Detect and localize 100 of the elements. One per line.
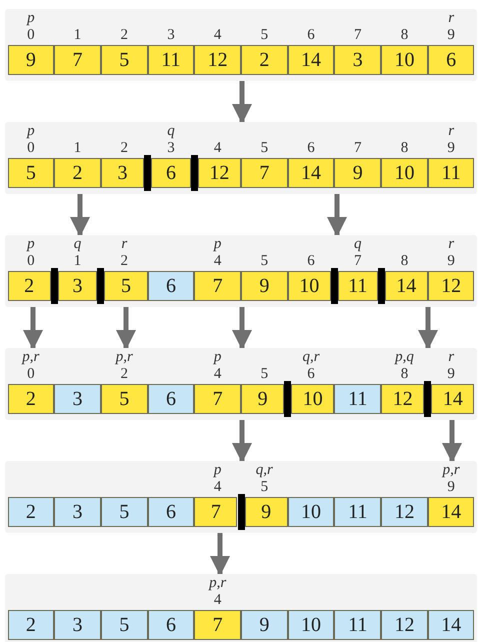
- array-cell: 14: [428, 497, 474, 527]
- index-label: 5: [260, 141, 268, 156]
- pointer-label: q,r: [256, 463, 273, 478]
- index-label: 9: [447, 141, 455, 156]
- pointer-label: r: [121, 237, 128, 252]
- index-label: 7: [354, 141, 362, 156]
- array-cell: 11: [334, 384, 382, 414]
- array-cell: 6: [148, 610, 194, 640]
- array-cell: 12: [194, 45, 241, 75]
- index-label: 2: [120, 367, 128, 382]
- arrow: [232, 81, 252, 124]
- array-cell: 12: [381, 610, 428, 640]
- array-cell: 12: [428, 271, 474, 301]
- array-cell: 7: [194, 271, 241, 301]
- array-cell: 11: [334, 610, 382, 640]
- index-label: 8: [400, 141, 408, 156]
- array-cell: 9: [241, 610, 288, 640]
- pointer-label: p: [27, 124, 35, 139]
- index-label: 6: [307, 28, 315, 43]
- index-label: 0: [27, 254, 35, 269]
- array-row: [5, 461, 477, 533]
- array-cell: 11: [148, 45, 194, 75]
- array-cell: 12: [381, 384, 424, 414]
- array-cell: 9: [244, 497, 288, 527]
- array-cell: 2: [54, 158, 101, 188]
- array-cell: 14: [288, 45, 334, 75]
- array-cell: 7: [54, 45, 101, 75]
- pointer-label: r: [448, 237, 454, 252]
- array-cell: 5: [8, 158, 54, 188]
- array-cell: 14: [384, 271, 428, 301]
- pointer-label: q,r: [302, 350, 320, 365]
- index-label: 9: [447, 480, 455, 495]
- array-cell: 10: [288, 610, 334, 640]
- arrow: [23, 307, 43, 350]
- array-cell: 3: [54, 497, 101, 527]
- array-cell: 6: [148, 271, 194, 301]
- index-label: 0: [27, 141, 35, 156]
- pointer-label: p,r: [116, 350, 133, 365]
- index-label: 1: [74, 254, 82, 269]
- pointer-label: p: [27, 237, 35, 252]
- array-cell: 9: [241, 384, 284, 414]
- index-label: 9: [447, 367, 455, 382]
- array-cell: 5: [100, 497, 148, 527]
- pointer-label: q: [354, 237, 362, 252]
- index-label: 1: [74, 141, 82, 156]
- index-label: 6: [307, 141, 315, 156]
- array-cell: 6: [151, 158, 191, 188]
- index-label: 4: [214, 141, 222, 156]
- array-cell: 10: [291, 384, 334, 414]
- array-row: [5, 348, 477, 420]
- index-label: 8: [400, 367, 408, 382]
- array-cell: 2: [8, 271, 51, 301]
- array-cell: 10: [381, 45, 428, 75]
- array-cell: 3: [100, 158, 144, 188]
- index-label: 5: [260, 28, 268, 43]
- pointer-label: p: [27, 11, 35, 26]
- index-label: 6: [307, 367, 315, 382]
- index-label: 2: [120, 254, 128, 269]
- array-cell: 5: [104, 271, 148, 301]
- arrow: [70, 194, 90, 237]
- index-label: 2: [120, 28, 128, 43]
- arrow: [232, 307, 252, 350]
- arrow: [210, 533, 230, 576]
- pointer-label: q: [74, 237, 82, 252]
- array-cell: 6: [428, 45, 474, 75]
- pointer-label: p,r: [442, 463, 460, 478]
- array-cell: 12: [198, 158, 241, 188]
- array-cell: 6: [148, 384, 194, 414]
- array-cell: 7: [194, 610, 241, 640]
- array-cell: 3: [58, 271, 98, 301]
- array-row: [5, 9, 477, 81]
- array-cell: 7: [194, 497, 238, 527]
- index-label: 3: [167, 141, 175, 156]
- pointer-label: r: [448, 350, 454, 365]
- array-cell: 2: [241, 45, 288, 75]
- index-label: 4: [214, 254, 222, 269]
- array-cell: 11: [428, 158, 474, 188]
- array-cell: 6: [148, 497, 194, 527]
- array-cell: 9: [334, 158, 382, 188]
- pointer-label: q: [167, 124, 175, 139]
- index-label: 9: [447, 254, 455, 269]
- index-label: 8: [400, 28, 408, 43]
- index-label: 4: [214, 28, 222, 43]
- arrow: [327, 194, 347, 237]
- array-cell: 3: [54, 610, 101, 640]
- array-row: [5, 574, 477, 642]
- index-label: 4: [214, 480, 222, 495]
- pointer-label: p: [214, 237, 222, 252]
- index-label: 5: [260, 480, 268, 495]
- index-label: 2: [120, 141, 128, 156]
- array-cell: 14: [431, 384, 474, 414]
- pointer-label: r: [448, 124, 454, 139]
- array-cell: 7: [194, 384, 241, 414]
- array-cell: 9: [8, 45, 54, 75]
- arrow: [418, 307, 438, 350]
- index-label: 0: [27, 367, 35, 382]
- array-cell: 5: [100, 610, 148, 640]
- index-label: 0: [27, 28, 35, 43]
- array-row: [5, 122, 477, 194]
- array-cell: 10: [288, 271, 331, 301]
